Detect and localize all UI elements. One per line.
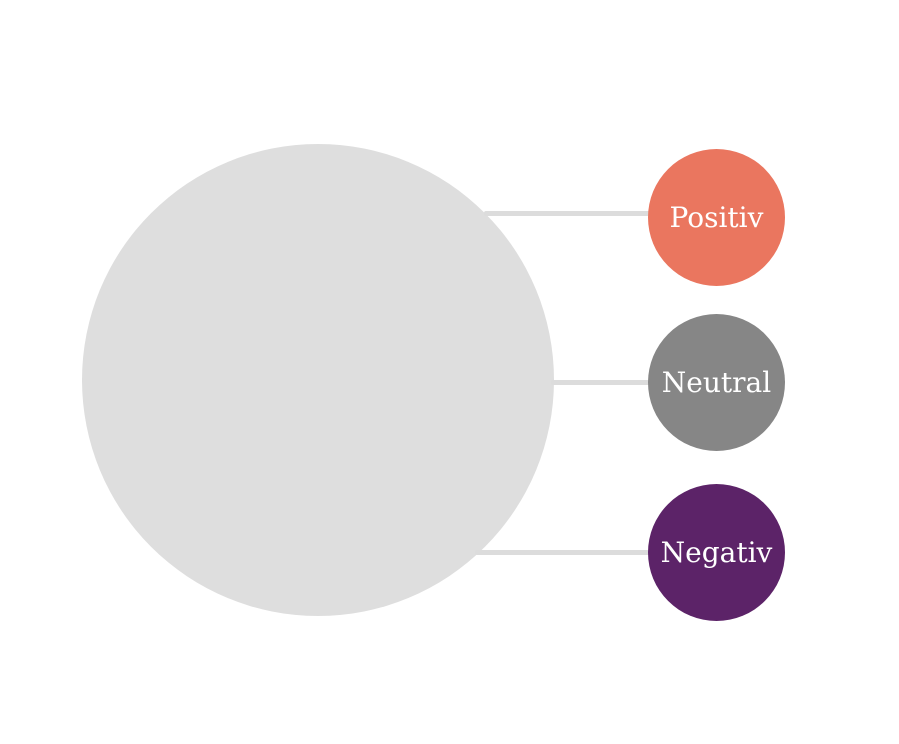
connector-line-positiv	[484, 211, 716, 216]
node-positiv: Positiv	[648, 149, 785, 286]
node-positiv-label: Positiv	[669, 200, 764, 234]
node-negativ: Negativ	[648, 484, 785, 621]
node-neutral: Neutral	[648, 314, 785, 451]
connector-line-neutral	[551, 380, 716, 385]
node-neutral-label: Neutral	[661, 365, 772, 399]
main-topic-circle	[82, 144, 554, 616]
node-negativ-label: Negativ	[660, 535, 773, 569]
connector-line-negativ	[475, 550, 716, 555]
